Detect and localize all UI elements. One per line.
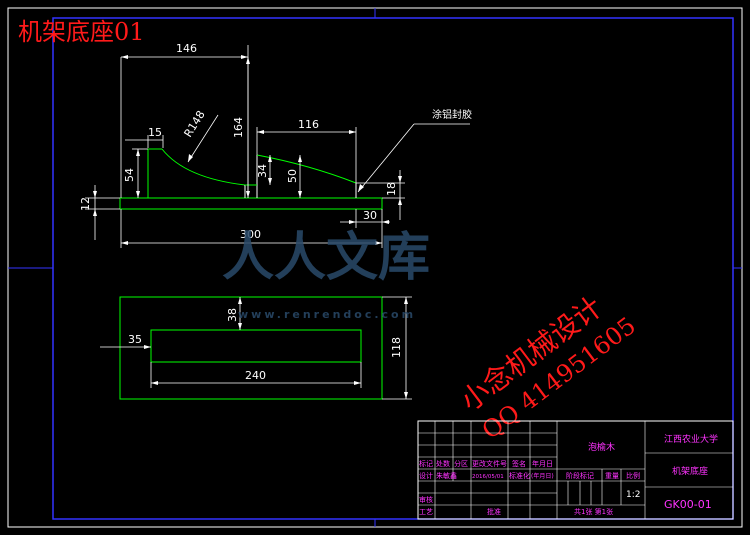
dim-38: 38 xyxy=(226,308,239,322)
dim-240: 240 xyxy=(245,369,266,382)
profile-view xyxy=(119,148,383,210)
design-person: 朱敏鑫 xyxy=(436,471,457,480)
base-plate-outline xyxy=(119,197,383,210)
hdr-date: 年月日 xyxy=(532,459,553,468)
dim-50: 50 xyxy=(286,169,299,183)
design-date: 2016/05/01 xyxy=(472,474,504,480)
dim-146: 146 xyxy=(176,42,197,55)
dim-116: 116 xyxy=(298,118,319,131)
watermark-logo-text: 人人文库 xyxy=(222,228,430,288)
scale-value: 1:2 xyxy=(626,490,640,500)
title-block: 标记 处数 分区 更改文件号 签名 年月日 设计 朱敏鑫 2016/05/01 … xyxy=(417,420,734,520)
sealing-annotation: 涂铝封胶 xyxy=(432,108,472,121)
design-label: 设计 xyxy=(419,471,433,480)
process-label: 工艺 xyxy=(419,508,433,516)
hdr-count: 处数 xyxy=(436,459,450,468)
dim-35: 35 xyxy=(128,333,142,346)
approve-label: 批准 xyxy=(487,507,501,516)
watermark-url: www.renrendoc.com xyxy=(238,308,416,321)
hdr-sign: 签名 xyxy=(512,459,526,468)
hdr-change-doc: 更改文件号 xyxy=(472,459,507,468)
dim-54: 54 xyxy=(123,168,136,182)
drawing-number: GK00-01 xyxy=(664,498,712,511)
sheet-info: 共1张 第1张 xyxy=(574,507,613,516)
review-label: 审核 xyxy=(419,495,433,504)
stage-label: 阶段标记 xyxy=(566,471,594,480)
dim-12: 12 xyxy=(79,197,92,211)
dim-15: 15 xyxy=(148,126,162,139)
drawing-title: 机架底座01 xyxy=(18,18,145,46)
centering-marks xyxy=(8,8,742,527)
dimension-lines xyxy=(85,45,470,248)
hdr-zone: 分区 xyxy=(454,459,468,468)
dimension-arrows xyxy=(93,55,402,245)
std-label: 标准化 xyxy=(509,471,530,480)
watermark: 人人文库 www.renrendoc.com xyxy=(222,228,430,321)
part-name: 机架底座 xyxy=(672,465,708,477)
hdr-mark: 标记 xyxy=(419,459,433,468)
material-name: 泡榆木 xyxy=(588,441,615,453)
curve-right xyxy=(256,154,357,184)
dim-r148: R148 xyxy=(182,108,208,139)
dim-164: 164 xyxy=(232,117,245,138)
school-name: 江西农业大学 xyxy=(664,433,718,445)
arc-r148 xyxy=(161,148,246,186)
promo-text: 小念机械设计 QQ 414951605 xyxy=(454,290,641,445)
dim-18: 18 xyxy=(385,182,398,196)
weight-label: 重量 xyxy=(605,472,619,480)
dim-118: 118 xyxy=(390,337,403,358)
plan-dimension-arrows xyxy=(144,297,408,399)
plan-cutout-outline xyxy=(150,329,362,363)
plan-view xyxy=(119,296,383,400)
std-date: (年月日) xyxy=(531,472,554,480)
dim-30: 30 xyxy=(363,209,377,222)
scale-label: 比例 xyxy=(626,471,640,480)
plan-dimension-lines xyxy=(100,296,412,400)
dim-300: 300 xyxy=(240,228,261,241)
dim-34: 34 xyxy=(256,164,269,178)
plan-outer-outline xyxy=(119,296,383,400)
